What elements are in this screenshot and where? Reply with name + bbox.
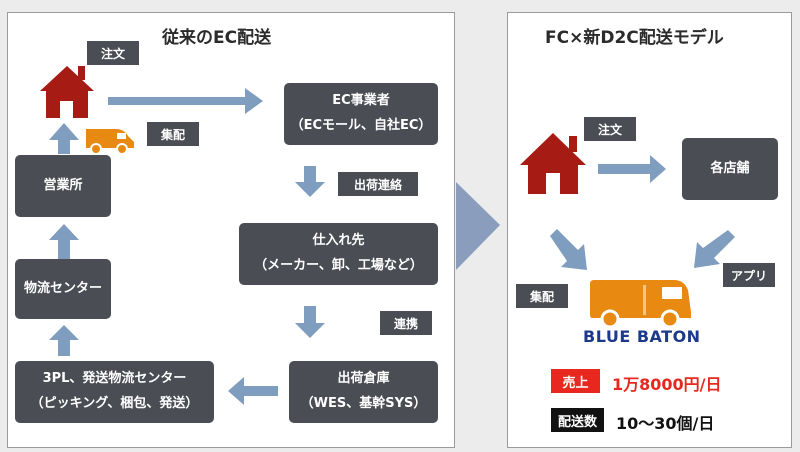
- ec-operator-node: EC事業者 （ECモール、自社EC）: [284, 83, 438, 145]
- supplier-node: 仕入れ先 （メーカー、卸、工場など）: [239, 223, 438, 285]
- arrow-order-to-ec: [108, 88, 263, 114]
- collect-tag: 集配: [147, 122, 199, 146]
- order-tag: 注文: [87, 41, 139, 65]
- arrow-ec-to-supplier: [295, 166, 325, 197]
- delivery-count-value: 10〜30個/日: [616, 414, 715, 433]
- sales-office-label: 営業所: [43, 177, 83, 193]
- house-icon: [520, 133, 586, 194]
- delivery-count-label: 配送数: [551, 408, 604, 432]
- arrow-store-to-van: [694, 230, 735, 268]
- store-label: 各店舗: [710, 160, 750, 176]
- logistics-center-label: 物流センター: [23, 280, 102, 296]
- ec-operator-title: EC事業者: [332, 93, 390, 109]
- warehouse-title: 出荷倉庫: [337, 371, 390, 387]
- delivery-van-icon: [590, 280, 691, 329]
- arrow-office-to-van: [49, 123, 79, 154]
- arrow-logistics-to-office: [49, 224, 79, 260]
- arrow-warehouse-to-3pl: [228, 377, 278, 405]
- house-icon: [40, 66, 94, 118]
- 3pl-detail: （ピッキング、梱包、発送）: [30, 396, 199, 411]
- 3pl-center-node: 3PL、発送物流センター （ピッキング、梱包、発送）: [15, 361, 214, 423]
- legacy-panel-title: 従来のEC配送: [162, 28, 272, 48]
- arrow-supplier-to-warehouse: [295, 306, 325, 338]
- arrow-house-to-van: [550, 229, 587, 270]
- 3pl-title: 3PL、発送物流センター: [42, 371, 187, 387]
- arrow-order-to-store: [598, 155, 666, 183]
- sales-office-node: 営業所: [15, 155, 111, 217]
- supplier-detail: （メーカー、卸、工場など）: [254, 258, 423, 273]
- blue-baton-logo: BLUE BATON: [583, 327, 701, 346]
- d2c-panel-title: FC×新D2C配送モデル: [545, 28, 724, 48]
- store-node: 各店舗: [682, 138, 778, 200]
- app-tag: アプリ: [723, 263, 775, 287]
- ship-notice-tag: 出荷連絡: [338, 172, 418, 196]
- warehouse-detail: （WES、基幹SYS）: [300, 396, 427, 411]
- collect-tag: 集配: [516, 284, 568, 308]
- order-tag: 注文: [584, 117, 636, 141]
- link-tag: 連携: [380, 311, 432, 335]
- supplier-title: 仕入れ先: [312, 233, 365, 249]
- ec-operator-detail: （ECモール、自社EC）: [290, 118, 432, 133]
- shipping-warehouse-node: 出荷倉庫 （WES、基幹SYS）: [289, 361, 438, 423]
- sales-label: 売上: [551, 369, 600, 393]
- logistics-center-node: 物流センター: [15, 259, 111, 319]
- van-icon: [86, 129, 134, 155]
- arrow-3pl-to-logistics: [49, 325, 79, 356]
- transition-chevron-icon: [456, 182, 500, 270]
- sales-value: 1万8000円/日: [612, 375, 722, 394]
